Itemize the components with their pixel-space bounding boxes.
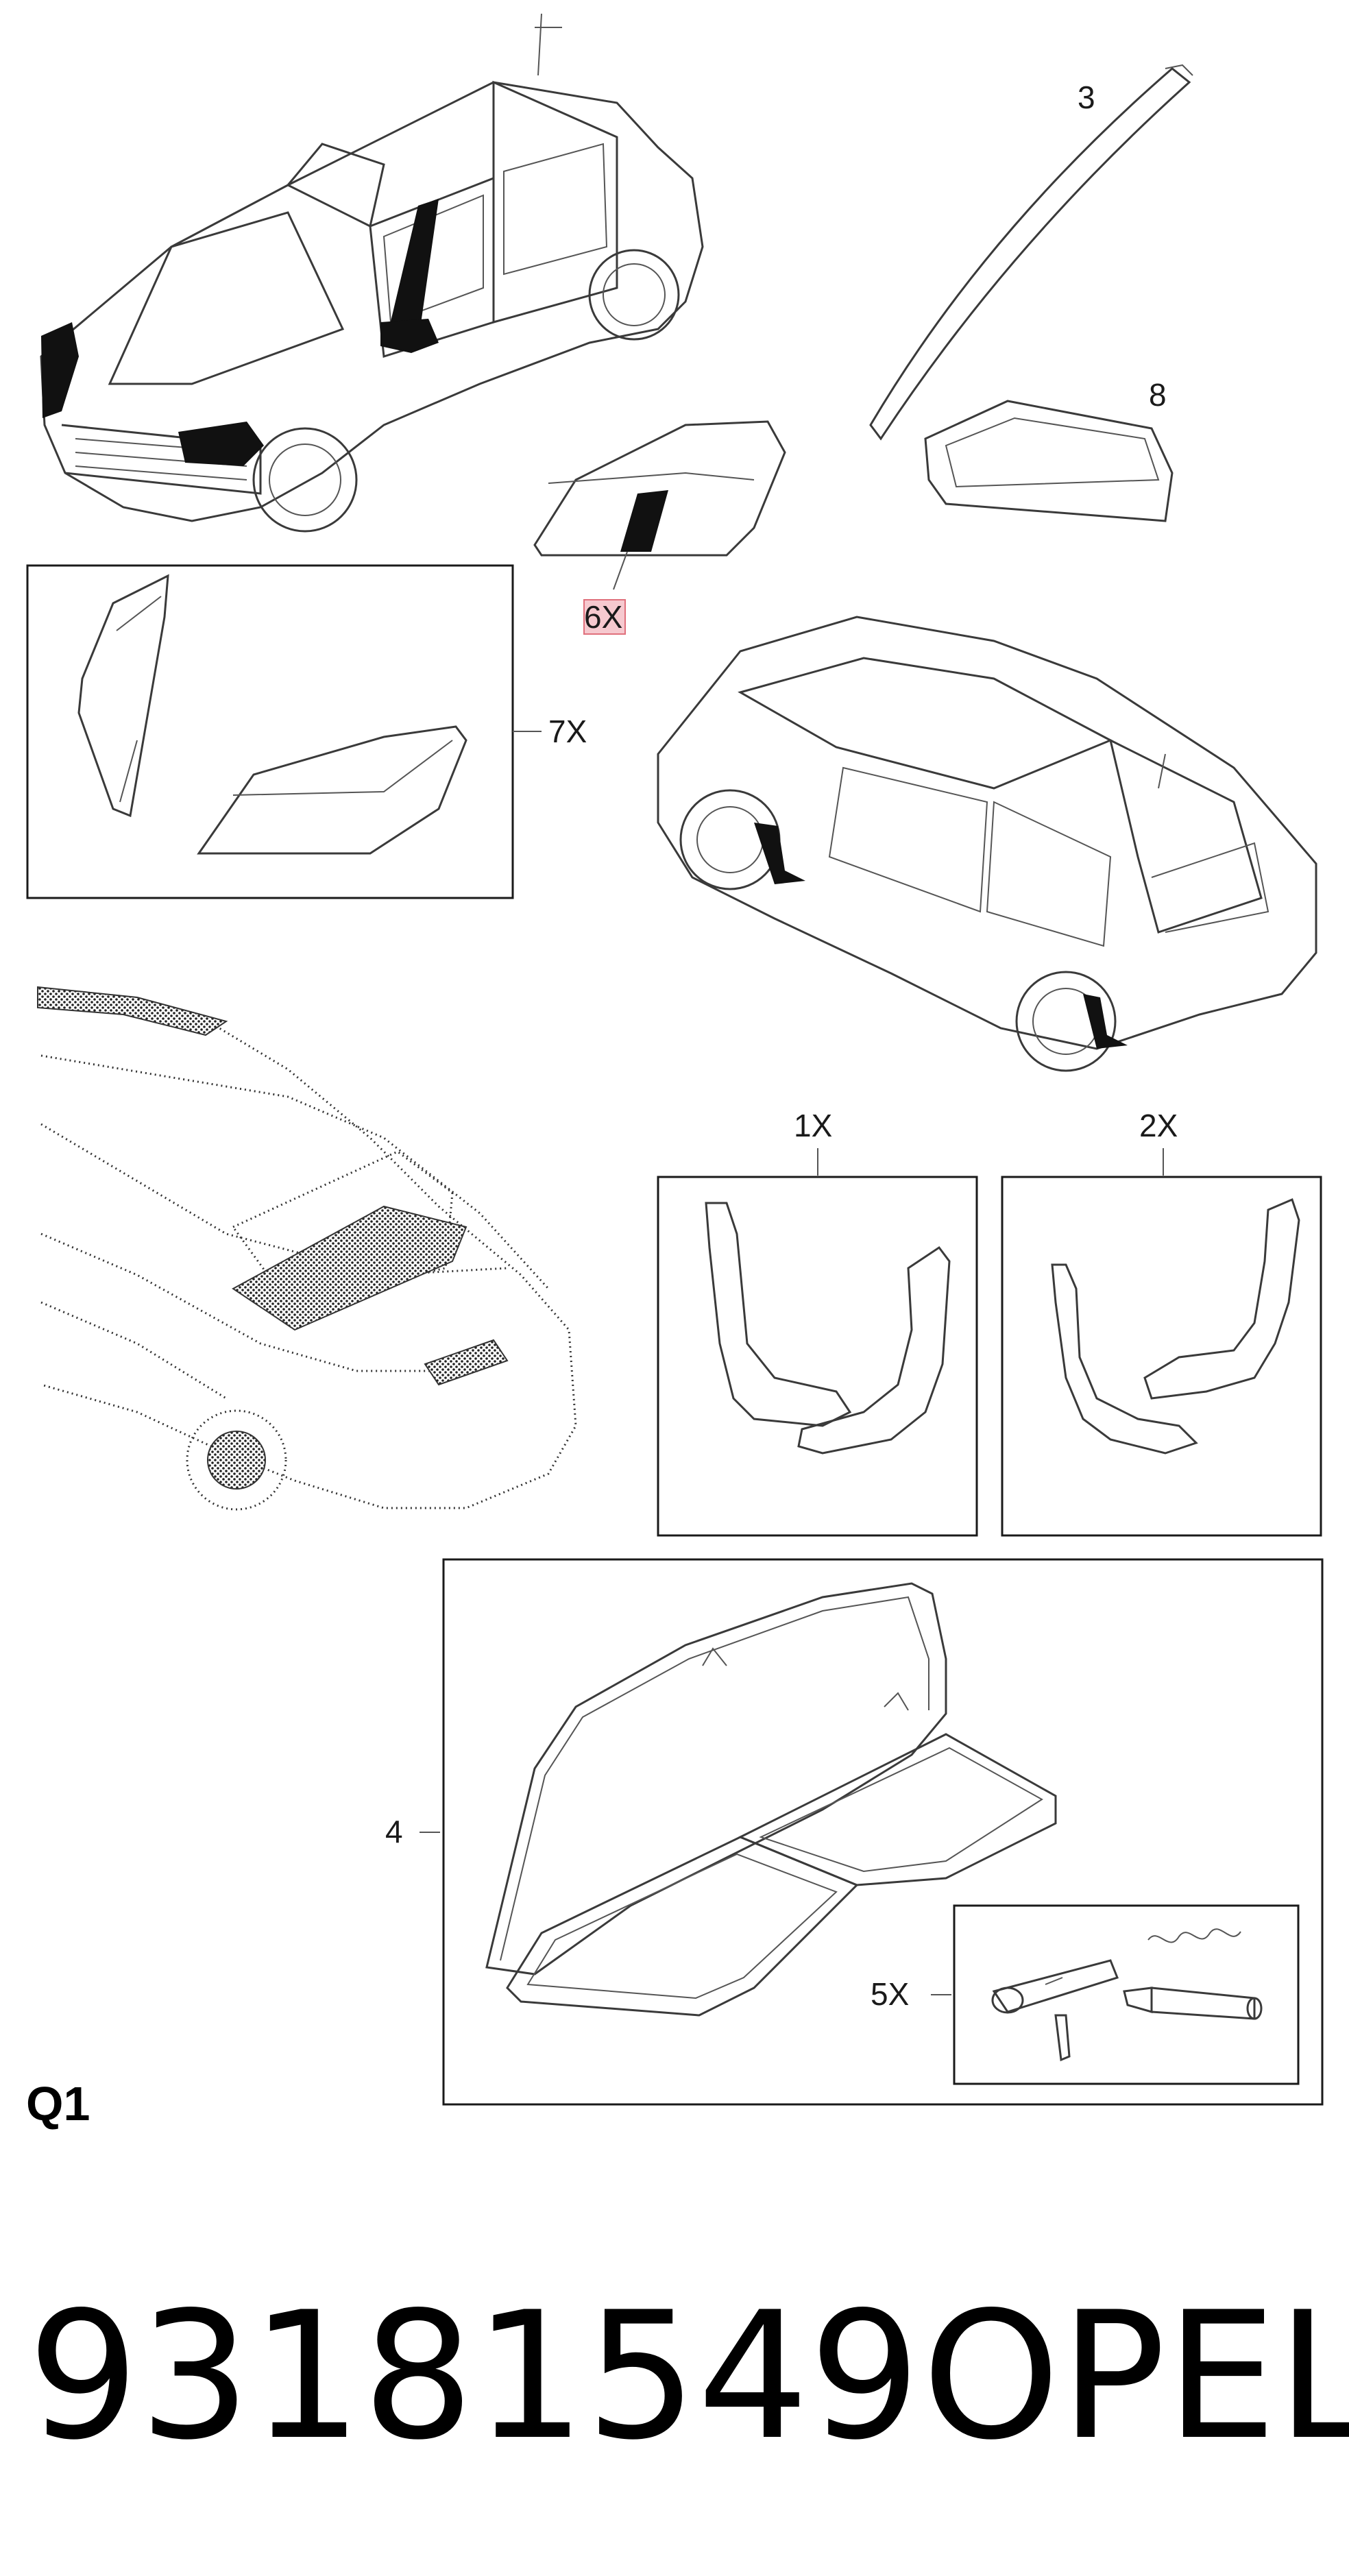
part-1x-mud-flaps-box: 1X — [657, 1108, 978, 1537]
part-3-trim-strip: 3 — [869, 64, 1193, 441]
part-8-mirror-cap: 8 — [924, 377, 1174, 522]
part-6x-mirror-housing: 6X — [533, 420, 786, 635]
part-4-wind-deflector-box: 4 — [385, 1558, 1324, 2106]
callout-6x: 6X — [584, 599, 622, 635]
part-7x-headlamp-covers-box: 7X — [26, 564, 587, 899]
callout-4: 4 — [385, 1814, 403, 1849]
part-number: 93181549 — [27, 2274, 921, 2479]
brand-name: OPEL — [922, 2274, 1349, 2479]
callout-8: 8 — [1149, 377, 1167, 413]
hatchback-front-illustration — [40, 13, 704, 533]
part-2x-mud-flaps-box: 2X — [1001, 1108, 1322, 1537]
part-5x-fittings-box: 5X — [871, 1904, 1300, 2085]
callout-7x: 7X — [548, 714, 587, 749]
callout-1x: 1X — [794, 1108, 832, 1143]
diagram-label: Q1 — [26, 2077, 90, 2130]
cabrio-rear-illustration — [37, 986, 577, 1511]
callout-6x-highlight — [583, 599, 626, 635]
callout-3: 3 — [1078, 80, 1095, 115]
callout-2x: 2X — [1139, 1108, 1178, 1143]
callout-5x: 5X — [871, 1976, 909, 2012]
hatchback-rear-illustration — [657, 616, 1317, 1072]
